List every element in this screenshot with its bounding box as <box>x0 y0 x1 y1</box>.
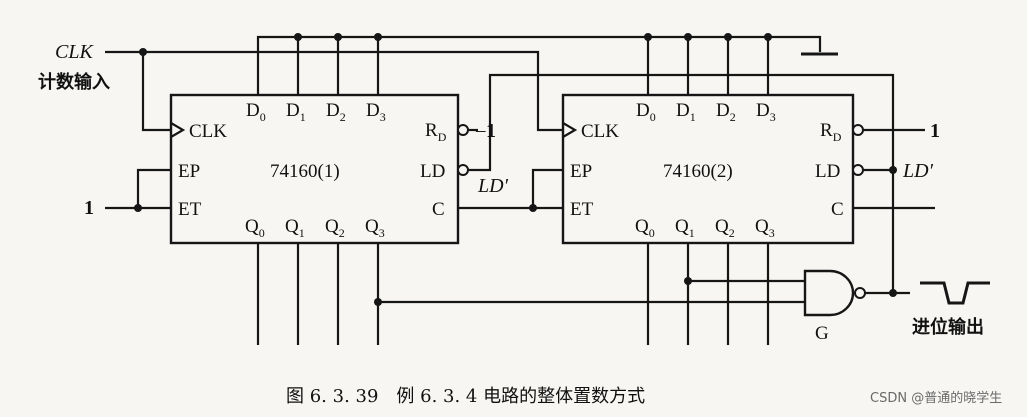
ground-wire <box>256 35 822 95</box>
chip-1-ld-prime-label: LD′ <box>477 175 509 197</box>
chip-2-clk-pin: CLK <box>581 121 619 142</box>
figure-caption: 图 6. 3. 39 例 6. 3. 4 电路的整体置数方式 <box>286 386 645 407</box>
chip-2-q2-pin: Q2 <box>715 216 735 240</box>
clk-junction <box>139 48 147 56</box>
chip-1-q0-pin: Q0 <box>245 216 265 240</box>
nand-gate-bubble <box>854 287 866 299</box>
chip-1-clk-triangle <box>170 122 186 138</box>
chip-2-labels: CLK EP ET 74160(2) RD LD C D0 D1 D2 D3 Q… <box>570 100 844 240</box>
chip-1-ld-pin: LD <box>420 161 445 182</box>
gate-label: G <box>815 323 829 344</box>
carry-output-label: 进位输出 <box>912 316 984 338</box>
chip-1-d0-pin: D0 <box>246 100 266 124</box>
chip-2-d2-pin: D2 <box>716 100 736 124</box>
chip-1-labels: CLK EP ET 74160(1) RD LD C D0 D1 D2 D3 Q… <box>178 100 447 240</box>
chip-2-ld-prime-label: LD′ <box>902 160 934 182</box>
chip-2-clk-triangle <box>562 122 578 138</box>
gate-out-junction <box>889 289 897 297</box>
chip-2-c-pin: C <box>831 199 844 220</box>
chip-1-clk-pin: CLK <box>189 121 227 142</box>
carry-junction <box>529 204 537 212</box>
chip-2-d0-pin: D0 <box>636 100 656 124</box>
pulse-icon <box>920 281 990 305</box>
chip-1-ep-wire <box>136 168 171 208</box>
chip-2-q1-pin: Q1 <box>675 216 695 240</box>
et-const-one: 1 <box>84 197 94 219</box>
chip-2-ep-pin: EP <box>570 161 592 182</box>
chip-1-q2-pin: Q2 <box>325 216 345 240</box>
chip-2-rd-one: 1 <box>930 120 940 142</box>
chip-1-ld-bubble <box>457 164 469 176</box>
chip-2-rd-bubble <box>852 124 864 136</box>
chip-1-rd-bubble <box>457 124 469 136</box>
chip-2-ep-wire <box>531 168 563 208</box>
ground-junctions <box>294 33 772 41</box>
watermark: CSDN @普通的晓学生 <box>870 390 1002 406</box>
chip-1-ep-pin: EP <box>178 161 200 182</box>
chip-1-c-pin: C <box>432 199 445 220</box>
chip-1-d1-pin: D1 <box>286 100 306 124</box>
chip-1-q1-pin: Q1 <box>285 216 305 240</box>
chip-1-rd-dash: – <box>475 120 486 141</box>
q3-1-junction <box>374 298 382 306</box>
chip-2-d3-pin: D3 <box>756 100 776 124</box>
q1-2-junction <box>684 277 692 285</box>
nand-gate-body <box>803 269 855 317</box>
ld-bus <box>468 73 895 172</box>
chip-1-d2-pin: D2 <box>326 100 346 124</box>
chip-2-ld-bubble <box>852 164 864 176</box>
count-input-label: 计数输入 <box>38 71 110 93</box>
chip-1-rd-one: 1 <box>486 120 496 142</box>
chip-2-et-pin: ET <box>570 199 594 220</box>
chip-2-q0-pin: Q0 <box>635 216 655 240</box>
chip-1-clk-wire <box>141 52 171 132</box>
chip-1-q3-pin: Q3 <box>365 216 385 240</box>
chip-2-name: 74160(2) <box>663 161 733 182</box>
chip-2-d1-pin: D1 <box>676 100 696 124</box>
chip-2-rd-pin: RD <box>820 120 842 144</box>
chip-1-d3-pin: D3 <box>366 100 386 124</box>
chip-1-name: 74160(1) <box>270 161 340 182</box>
chip-1-et-pin: ET <box>178 199 202 220</box>
chip-1-rd-pin: RD <box>425 120 447 144</box>
chip-2-q3-pin: Q3 <box>755 216 775 240</box>
et-junction <box>134 204 142 212</box>
chip-2-ld-pin: LD <box>815 161 840 182</box>
clk-bus <box>105 50 563 132</box>
clk-label: CLK <box>55 41 94 63</box>
